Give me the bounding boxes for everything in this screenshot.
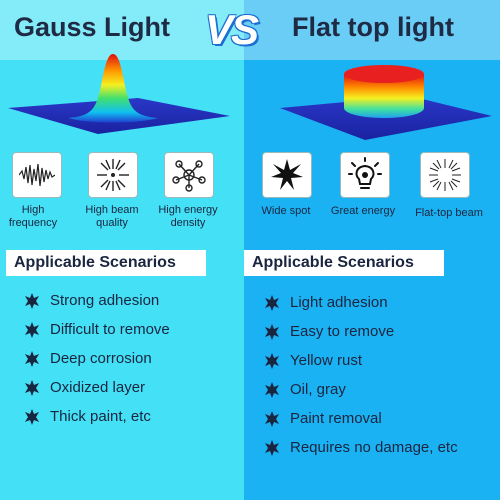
gaussian-beam-illustration <box>8 54 230 134</box>
scenario-text: Light adhesion <box>290 294 388 311</box>
starburst-icon <box>97 159 129 191</box>
gauss-scenarios-heading: Applicable Scenarios <box>6 250 206 276</box>
lightbulb-icon <box>348 157 382 189</box>
scenario-text: Oil, gray <box>290 381 346 398</box>
feature-high-beam-quality <box>88 152 138 198</box>
star-bullet-icon <box>265 410 279 427</box>
gauss-scenarios-list: Strong adhesion Difficult to remove Deep… <box>24 286 170 431</box>
star-burst-icon <box>271 159 303 190</box>
feature-flat-top-beam-label: Flat-top beam <box>415 207 483 219</box>
scenario-text: Yellow rust <box>290 352 362 369</box>
list-item: Difficult to remove <box>24 315 170 344</box>
flat-top-scenarios-heading: Applicable Scenarios <box>244 250 444 276</box>
gauss-title: Gauss Light <box>14 12 171 42</box>
star-bullet-icon <box>265 439 279 456</box>
feature-high-beam-quality-label: High beam quality <box>85 204 139 229</box>
waveform-icon <box>19 163 55 187</box>
scenario-text: Requires no damage, etc <box>290 439 458 456</box>
feature-great-energy <box>340 152 390 198</box>
scenario-text: Easy to remove <box>290 323 395 340</box>
list-item: Thick paint, etc <box>24 402 170 431</box>
flat-top-title: Flat top light <box>292 12 454 42</box>
list-item: Light adhesion <box>264 288 458 317</box>
star-bullet-icon <box>265 381 279 398</box>
radial-lines-icon <box>429 159 461 191</box>
star-bullet-icon <box>265 352 279 369</box>
star-bullet-icon <box>25 379 39 396</box>
feature-flat-top-beam <box>420 152 470 198</box>
feature-high-frequency-label: High frequency <box>8 204 58 229</box>
scenario-text: Thick paint, etc <box>50 408 151 425</box>
list-item: Yellow rust <box>264 346 458 375</box>
list-item: Deep corrosion <box>24 344 170 373</box>
star-bullet-icon <box>265 294 279 311</box>
feature-high-energy-density <box>164 152 214 198</box>
list-item: Oil, gray <box>264 375 458 404</box>
star-bullet-icon <box>265 323 279 340</box>
flat-top-beam-illustration <box>280 65 492 140</box>
feature-high-frequency <box>12 152 62 198</box>
scenario-text: Paint removal <box>290 410 382 427</box>
star-bullet-icon <box>25 321 39 338</box>
flat-top-scenarios-list: Light adhesion Easy to remove Yellow rus… <box>264 288 458 462</box>
feature-high-energy-density-label: High energy density <box>158 204 218 229</box>
list-item: Strong adhesion <box>24 286 170 315</box>
network-nodes-icon <box>172 160 206 192</box>
feature-wide-spot-label: Wide spot <box>261 205 311 217</box>
list-item: Paint removal <box>264 404 458 433</box>
feature-great-energy-label: Great energy <box>330 205 396 217</box>
scenario-text: Difficult to remove <box>50 321 170 338</box>
star-bullet-icon <box>25 292 39 309</box>
vs-label: VS <box>205 6 259 53</box>
scenario-text: Strong adhesion <box>50 292 160 309</box>
star-bullet-icon <box>25 408 39 425</box>
scenario-text: Deep corrosion <box>50 350 152 367</box>
list-item: Easy to remove <box>264 317 458 346</box>
list-item: Oxidized layer <box>24 373 170 402</box>
scenario-text: Oxidized layer <box>50 379 146 396</box>
list-item: Requires no damage, etc <box>264 433 458 462</box>
feature-wide-spot <box>262 152 312 198</box>
star-bullet-icon <box>25 350 39 367</box>
